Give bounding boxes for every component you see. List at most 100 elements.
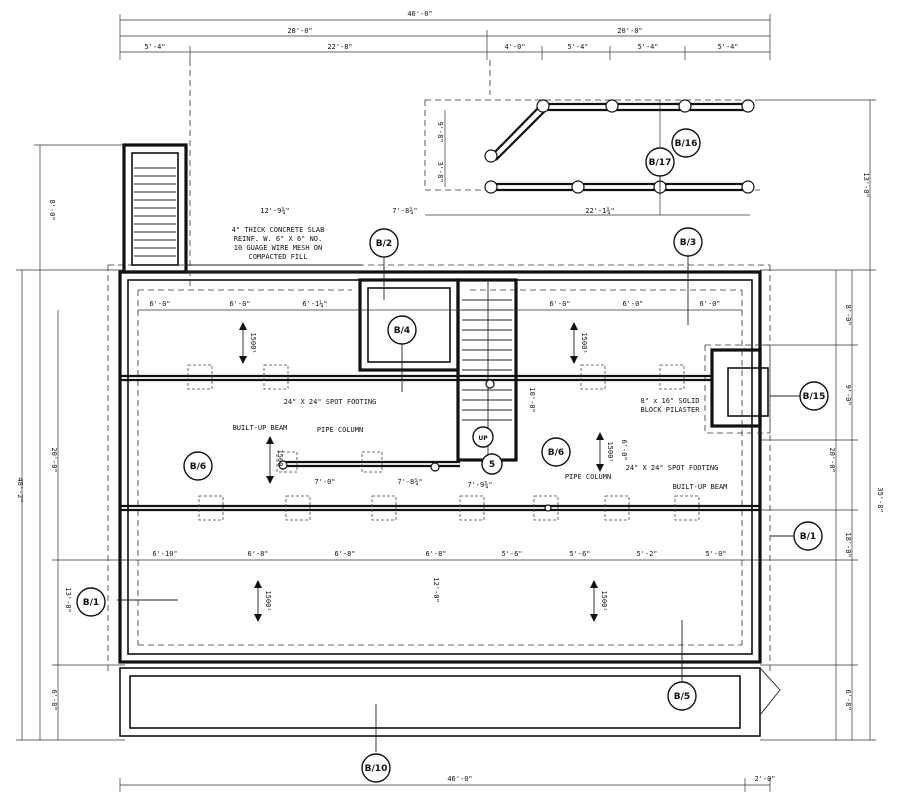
span-label-4: 1500¹ [606, 441, 614, 462]
dim-row-6-0e: 6'-0" [699, 300, 720, 308]
dim-mid-12-9: 12'-9¾" [260, 207, 290, 215]
dim-mid-7-8b: 7'-8¾" [397, 478, 422, 486]
porch-column [678, 99, 692, 113]
dim-right-9-0: 9'-0" [844, 384, 852, 405]
dim-row-6-0c: 6'-0" [549, 300, 570, 308]
dim-beam-5-6b: 5'-6" [569, 550, 590, 558]
porch-column [536, 99, 550, 113]
dim-top-20: 20'-0" [617, 27, 642, 35]
dim-right-6-8: 6'-8" [844, 689, 852, 710]
porch-column [741, 99, 755, 113]
exterior-stair-treads [134, 167, 176, 257]
detail-tag-b16: B/16 [675, 139, 698, 149]
dim-mid-7-8: 7'-8¾" [392, 207, 417, 215]
dim-stair-6: 6'-0" [620, 439, 628, 460]
dim-right-20-0: 20'-0" [828, 447, 836, 472]
dim-beam-5-2: 5'-2" [636, 550, 657, 558]
porch-column [484, 149, 498, 163]
detail-tag-b5: B/5 [674, 692, 690, 702]
dim-left-48: 48'-2" [16, 477, 24, 502]
dim-mid-7-9: 7'-9¾" [467, 481, 492, 489]
detail-tag-b15: B/15 [803, 392, 826, 402]
dim-overall-top: 46'-0" [407, 10, 432, 18]
dim-left-20-0: 20'-0" [50, 447, 58, 472]
slab-note-line-4: COMPACTED FILL [248, 253, 307, 261]
dim-porch-3-8: 3'-8" [436, 161, 444, 182]
detail-bubble [799, 381, 829, 411]
stair-mark-5: 5 [489, 460, 495, 470]
porch-column [484, 180, 498, 194]
dim-porch-5-4a: 5'-4" [567, 43, 588, 51]
dim-right-13-0: 13'-0" [862, 172, 870, 197]
dim-top-22-8: 22'-8" [327, 43, 352, 51]
dimension-texts: 46'-0" 28'-0" 20'-0" 5'-4" 22'-8" 4'-0" … [16, 10, 884, 783]
pipe-column-note-right: PIPE COLUMN [565, 473, 611, 481]
built-up-beams [120, 309, 760, 561]
dim-left-13-0: 13'-0" [64, 587, 72, 612]
detail-tag-b2: B/2 [376, 239, 392, 249]
built-up-beam-note-left: BUILT-UP BEAM [233, 424, 288, 432]
slab-note-line-2: REINF. W. 6" X 6" NO. [234, 235, 323, 243]
detail-bubble [472, 426, 494, 448]
span-label-1: 1500¹ [249, 332, 257, 353]
dim-beam-5-6a: 5'-6" [501, 550, 522, 558]
dim-bottom-46: 46'-0" [447, 775, 472, 783]
dim-right-35: 35'-8" [876, 487, 884, 512]
span-arrows [239, 322, 604, 622]
pilaster-note-line-2: BLOCK PILASTER [640, 406, 700, 414]
porch-columns [484, 99, 755, 194]
detail-tags: B/1 B/1 B/2 B/3 B/4 B/5 B/6 B/6 B/10 B/1… [76, 128, 829, 783]
detail-bubble [667, 681, 697, 711]
detail-bubble [481, 453, 503, 475]
span-label-3: 1500¹ [276, 449, 284, 470]
dim-right-18-0: 18'-0" [844, 532, 852, 557]
slab-note-line-1: 4" THICK CONCRETE SLAB [232, 226, 325, 234]
dim-beam-6-8c: 6'-8" [425, 550, 446, 558]
span-label-2: 1500¹ [580, 332, 588, 353]
dim-beam-6-8b: 6'-8" [334, 550, 355, 558]
pipe-column [430, 462, 440, 472]
detail-tag-b6-mid: B/6 [548, 448, 564, 458]
dim-right-8-0: 8'-0" [844, 304, 852, 325]
spot-footings [187, 364, 700, 521]
detail-tag-b1-left: B/1 [83, 598, 99, 608]
detail-tag-b3: B/3 [680, 238, 696, 248]
dim-beam-6-8a: 6'-8" [247, 550, 268, 558]
detail-bubble [645, 147, 675, 177]
dim-left-8-0: 8'-0" [48, 199, 56, 220]
detail-bubble [183, 451, 213, 481]
dim-porch-5-4c: 5'-4" [717, 43, 738, 51]
detail-bubble [793, 521, 823, 551]
span-label-5: 1500¹ [264, 590, 272, 611]
built-up-beam-note-right: BUILT-UP BEAM [673, 483, 728, 491]
footing-outline [137, 60, 743, 646]
detail-bubble [673, 227, 703, 257]
detail-tag-b6-left: B/6 [190, 462, 206, 472]
spot-footing-note-left: 24" X 24" SPOT FOOTING [284, 398, 377, 406]
stair-mark-up: UP [478, 435, 488, 442]
dim-left-6-8: 6'-8" [50, 689, 58, 710]
pipe-column-note-left: PIPE COLUMN [317, 426, 363, 434]
detail-bubble [541, 437, 571, 467]
detail-bubble [671, 128, 701, 158]
pipe-column [485, 379, 495, 389]
dim-row-6-0d: 6'-0" [622, 300, 643, 308]
dim-row-6-0a: 6'-0" [149, 300, 170, 308]
porch-deck [424, 99, 760, 216]
dim-porch-9-8: 9'-8" [436, 121, 444, 142]
detail-tag-b1-right: B/1 [800, 532, 816, 542]
pilaster-note-line-1: 8" x 16" SOLID [640, 397, 699, 405]
dim-porch-4-0: 4'-0" [504, 43, 525, 51]
pipe-column [544, 504, 552, 512]
dim-top-5-4: 5'-4" [144, 43, 165, 51]
detail-tag-b17: B/17 [649, 158, 672, 168]
detail-bubble [76, 587, 106, 617]
slab-note-line-3: 10 GUAGE WIRE MESH ON [234, 244, 323, 252]
dim-bottom-2-0: 2'-0" [754, 775, 775, 783]
porch-column [741, 180, 755, 194]
pipe-columns [278, 379, 552, 512]
drawing-notes: 4" THICK CONCRETE SLAB REINF. W. 6" X 6"… [232, 226, 728, 612]
detail-tag-b4: B/4 [394, 326, 410, 336]
dimension-lines [16, 14, 876, 792]
